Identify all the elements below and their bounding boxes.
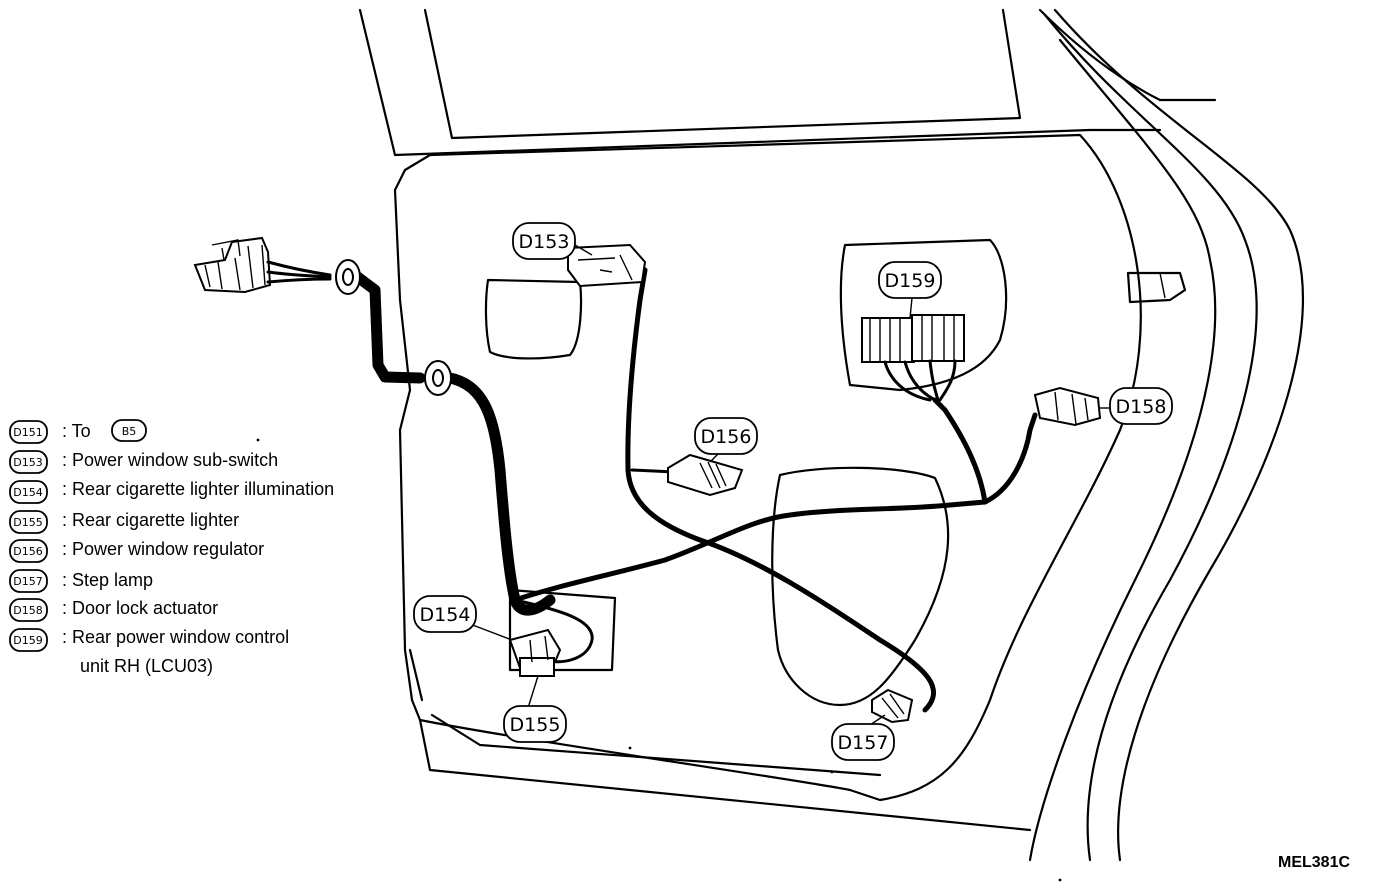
- lighter-opening: [508, 588, 617, 672]
- legend-text: : Rear power window control: [62, 627, 289, 647]
- legend-item: D156 : Power window regulator: [9, 539, 264, 563]
- legend-item: D151 : To B5: [9, 419, 147, 444]
- d159-connector: [861, 314, 965, 402]
- legend-text: : Step lamp: [62, 570, 153, 590]
- step-lamp-opening: [771, 466, 950, 707]
- legend-item: D155 : Rear cigarette lighter: [9, 510, 239, 534]
- callout-d155-label: D155: [510, 714, 561, 736]
- d158-connector: [1033, 386, 1102, 427]
- callout-d157-label: D157: [838, 732, 889, 754]
- callout-d158: D158: [1100, 387, 1173, 425]
- upper-service-opening: [484, 278, 583, 360]
- wiring-harness: [349, 267, 1038, 713]
- callout-d154-label: D154: [420, 604, 471, 626]
- door-outline: [256, 8, 1304, 882]
- control-unit-opening: [839, 238, 1008, 392]
- legend-code: D159: [13, 634, 42, 647]
- legend-text: : Rear cigarette lighter illumination: [62, 479, 334, 499]
- callout-d156-label: D156: [701, 426, 752, 448]
- legend-item: D153 : Power window sub-switch: [9, 450, 278, 474]
- d153-connector: [567, 243, 647, 288]
- legend-item: D154 : Rear cigarette lighter illuminati…: [9, 479, 334, 504]
- legend-code: D158: [13, 604, 42, 617]
- legend-item: D158 : Door lock actuator: [9, 598, 218, 622]
- legend-item: D157 : Step lamp: [9, 569, 153, 593]
- callout-d157: D157: [831, 714, 895, 761]
- legend-code: D156: [13, 545, 42, 558]
- legend-tag-b5: B5: [122, 425, 137, 438]
- callout-d158-label: D158: [1116, 396, 1167, 418]
- callout-d156: D156: [694, 417, 758, 463]
- legend-text: : Door lock actuator: [62, 598, 218, 618]
- figure-reference: MEL381C: [1278, 854, 1350, 871]
- legend-text: : Power window sub-switch: [62, 450, 278, 470]
- legend-continuation: unit RH (LCU03): [80, 656, 213, 676]
- legend-code: D157: [13, 575, 42, 588]
- callout-d159: D159: [878, 261, 942, 319]
- callout-d153: D153: [512, 222, 593, 260]
- d156-connector: [667, 453, 744, 497]
- legend-item: D159 : Rear power window control: [9, 627, 289, 652]
- legend: D151 : To B5 D153 : Power window sub-swi…: [9, 419, 334, 676]
- legend-code: D155: [13, 516, 42, 529]
- d151-connector-assembly: [193, 236, 452, 396]
- callout-d155: D155: [503, 675, 567, 743]
- callout-d154: D154: [413, 595, 513, 641]
- legend-code: D154: [13, 486, 42, 499]
- legend-text: : To: [62, 421, 91, 441]
- callout-d153-label: D153: [519, 231, 570, 253]
- d154-d155-connectors: [508, 628, 562, 677]
- legend-code: D153: [13, 456, 42, 469]
- d157-connector: [871, 688, 914, 724]
- legend-text: : Rear cigarette lighter: [62, 510, 239, 530]
- legend-text: : Power window regulator: [62, 539, 264, 559]
- callout-d159-label: D159: [885, 270, 936, 292]
- legend-code: D151: [13, 426, 42, 439]
